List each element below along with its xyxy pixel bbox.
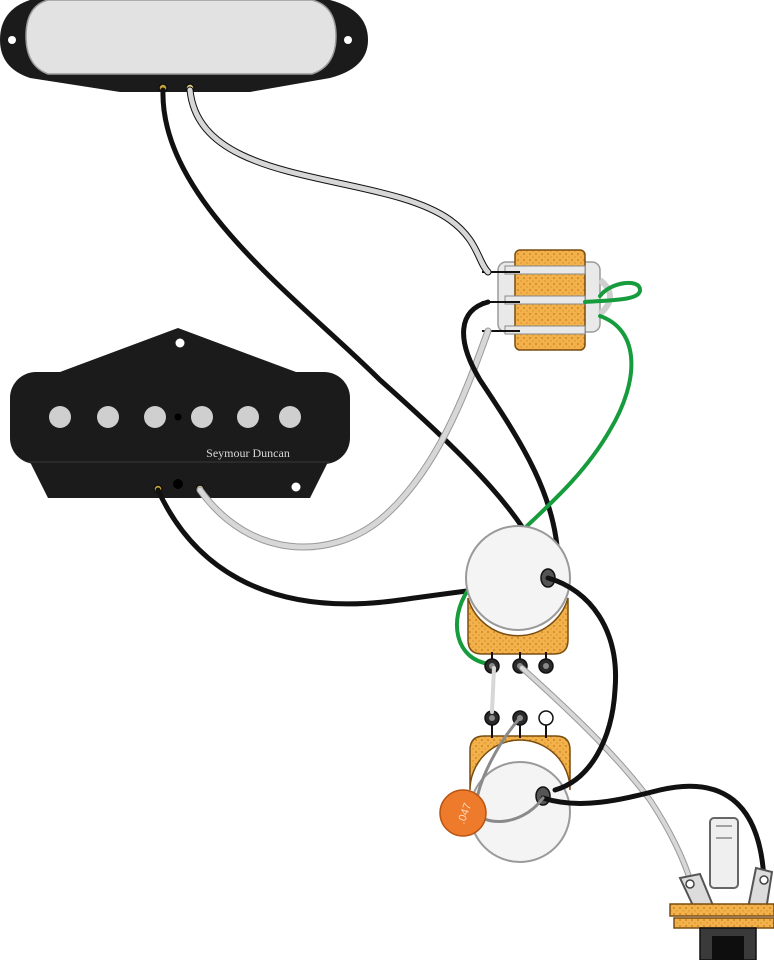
output-jack xyxy=(669,817,774,960)
jack-sleeve xyxy=(709,817,739,889)
volume-pot-board xyxy=(467,597,569,655)
neck-pickup-cover xyxy=(25,0,337,75)
pole-piece xyxy=(97,406,119,428)
pole-piece xyxy=(237,406,259,428)
neck-mount-hole-right xyxy=(344,36,352,44)
pole-piece xyxy=(49,406,71,428)
bridge-mount-hole-top xyxy=(175,338,185,348)
pole-piece xyxy=(144,406,166,428)
neck-pickup xyxy=(0,0,368,93)
bridge-pickup: Seymour Duncan xyxy=(10,328,350,498)
bridge-pickup-base-top xyxy=(60,328,296,380)
volume-pot xyxy=(465,525,571,674)
pole-piece xyxy=(279,406,301,428)
tone-pot xyxy=(469,710,571,863)
tone-lug-3 xyxy=(538,710,554,726)
bridge-center-hole xyxy=(173,479,183,489)
bridge-mount-hole-right xyxy=(291,482,301,492)
pole-piece xyxy=(191,406,213,428)
pole-pieces xyxy=(49,406,301,428)
neck-mount-hole-left xyxy=(8,36,16,44)
bridge-brand-text: Seymour Duncan xyxy=(206,446,290,460)
tone-capacitor: .047 xyxy=(439,789,487,837)
jack-washer-top xyxy=(669,903,774,917)
bridge-pickup-base-bottom xyxy=(28,458,330,498)
volume-pot-casing xyxy=(465,525,571,631)
jack-washer-bottom xyxy=(673,917,774,929)
tone-pot-board xyxy=(469,735,571,791)
